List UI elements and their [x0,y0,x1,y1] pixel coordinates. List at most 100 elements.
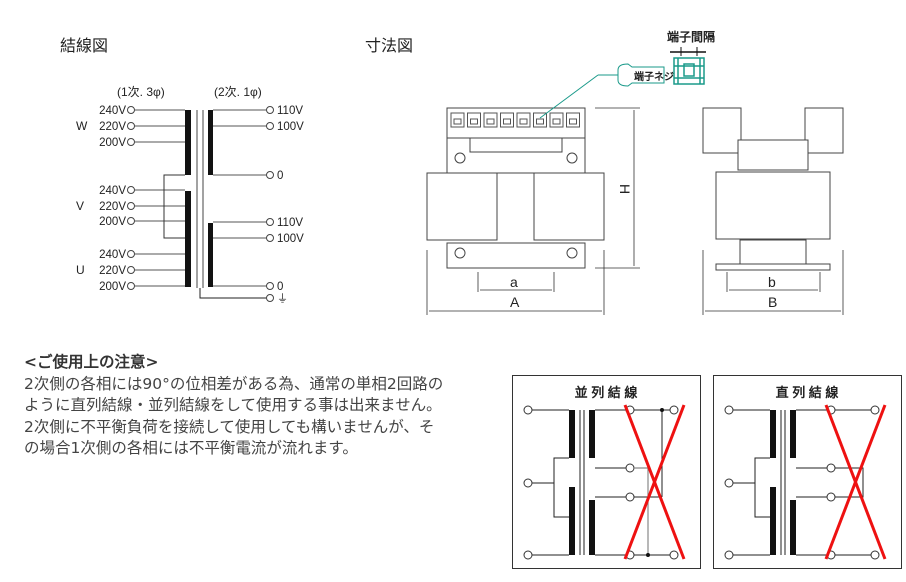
terminal-screw-icon [503,118,511,125]
output-terminal [625,463,635,473]
secondary-tap-label: 0 [277,170,283,182]
dim-A-label: A [510,294,520,310]
prohibited-cross-icon [623,404,686,560]
callout-line [539,74,599,119]
terminal-screw-label: 端子ネジ [634,70,674,83]
notes-line: 2次側の各相には90°の位相差がある為、通常の単相2回路の [24,374,444,393]
phase-label: U [76,263,85,277]
secondary-terminal [266,171,274,179]
lower-frame [446,242,586,269]
terminal-screw-icon [552,118,561,125]
primary-tap-label: 240V [99,185,126,197]
side-bracket-left [702,107,742,154]
bolt [566,247,578,259]
dim-b-label: b [768,274,776,290]
bolt [454,152,466,164]
dimension-title: 寸法図 [365,36,414,55]
primary-tap-label: 200V [99,216,126,228]
secondary-coil-2 [208,223,213,287]
secondary-tap-label: 110V [277,105,303,117]
side-bracket-right [804,107,844,154]
secondary-tap-label: 100V [277,233,304,245]
series-connection-diagram: 直 列 結 線 [713,375,902,569]
output-terminal [870,405,880,415]
prohibited-cross-icon [824,404,887,560]
terminal-detail-icon [673,57,705,85]
input-terminal [523,550,533,560]
wiring-diagram: (1次. 3φ) (2次. 1φ) W 240V 220V 200V V 240V 220V… [76,85,304,305]
secondary-tap-label: 0 [277,281,283,293]
secondary-terminal [266,218,274,226]
terminal-screw-icon [569,118,577,125]
notes-heading: <ご使用上の注意> [24,353,159,371]
ground-wire [199,288,266,299]
terminal-screw-icon [486,118,495,125]
side-base [715,263,831,271]
side-top [737,139,809,171]
side-bottom [739,239,807,265]
secondary-coil-1 [208,110,213,175]
wire [553,457,569,518]
primary-tap-label: 220V [99,265,126,277]
phase-link [163,174,185,239]
secondary-terminal [266,122,274,130]
secondary-tap-label: 110V [277,217,303,229]
primary-taps: W 240V 220V 200V V 240V 220V 200V U 240V 220V 200V [76,105,185,293]
primary-tap-label: 220V [99,121,126,133]
parallel-title: 並 列 結 線 [575,385,639,400]
dim-h-label: H [617,184,633,194]
phase-label: V [76,199,84,213]
primary-header: (1次. 3φ) [117,85,165,99]
primary-tap-label: 200V [99,137,126,149]
ground-terminal [266,294,274,302]
primary-coil-vu [185,191,191,287]
primary-tap-label: 240V [99,249,126,261]
terminal-screw-icon [453,118,462,125]
coil-left [426,172,498,241]
phase-label: W [76,119,88,133]
coil-right [533,172,605,241]
terminal-screw-icon [536,118,544,125]
input-terminal [724,550,734,560]
output-terminal [669,405,679,415]
secondary-header: (2次. 1φ) [214,85,262,99]
output-terminal [669,550,679,560]
dimension-drawing: H a A b B 端子ネジ 端子間隔 [426,29,844,315]
input-terminal [523,478,533,488]
terminal-screw-icon [519,118,528,125]
notes-line: 2次側に不平衡負荷を接続して使用しても構いませんが、そ [24,417,435,436]
box-border [512,375,701,569]
dim-a-label: a [510,274,518,290]
output-terminal [625,492,635,502]
screw-callout-icon [617,63,665,87]
usage-notes: <ご使用上の注意> 2次側の各相には90°の位相差がある為、通常の単相2回路の … [24,352,504,460]
side-coil [715,171,831,240]
secondary-terminal [266,234,274,242]
input-terminal [724,405,734,415]
primary-tap-label: 220V [99,201,126,213]
terminal-pitch-label: 端子間隔 [667,29,715,44]
bolt [454,247,466,259]
input-terminal [724,478,734,488]
notes-line: の場合1次側の各相には不平衡電流が流れます。 [24,439,358,457]
wire [754,457,770,518]
wire [634,467,649,555]
series-title: 直 列 結 線 [776,385,840,400]
input-terminal [523,405,533,415]
bolt [566,152,578,164]
output-terminal [826,492,836,502]
notes-line: ように直列結線・並列結線をして使用する事は出来ません。 [24,396,442,414]
wiring-title: 結線図 [60,36,109,55]
output-terminal [826,463,836,473]
box-border [713,375,902,569]
primary-coil-w [185,110,191,175]
parallel-connection-diagram: 並 列 結 線 [512,375,701,569]
primary-tap-label: 200V [99,281,126,293]
terminal-screw-icon [470,118,478,125]
output-terminal [870,550,880,560]
secondary-terminal [266,282,274,290]
primary-tap-label: 240V [99,105,126,117]
ground-icon: ⏚ [277,292,288,305]
